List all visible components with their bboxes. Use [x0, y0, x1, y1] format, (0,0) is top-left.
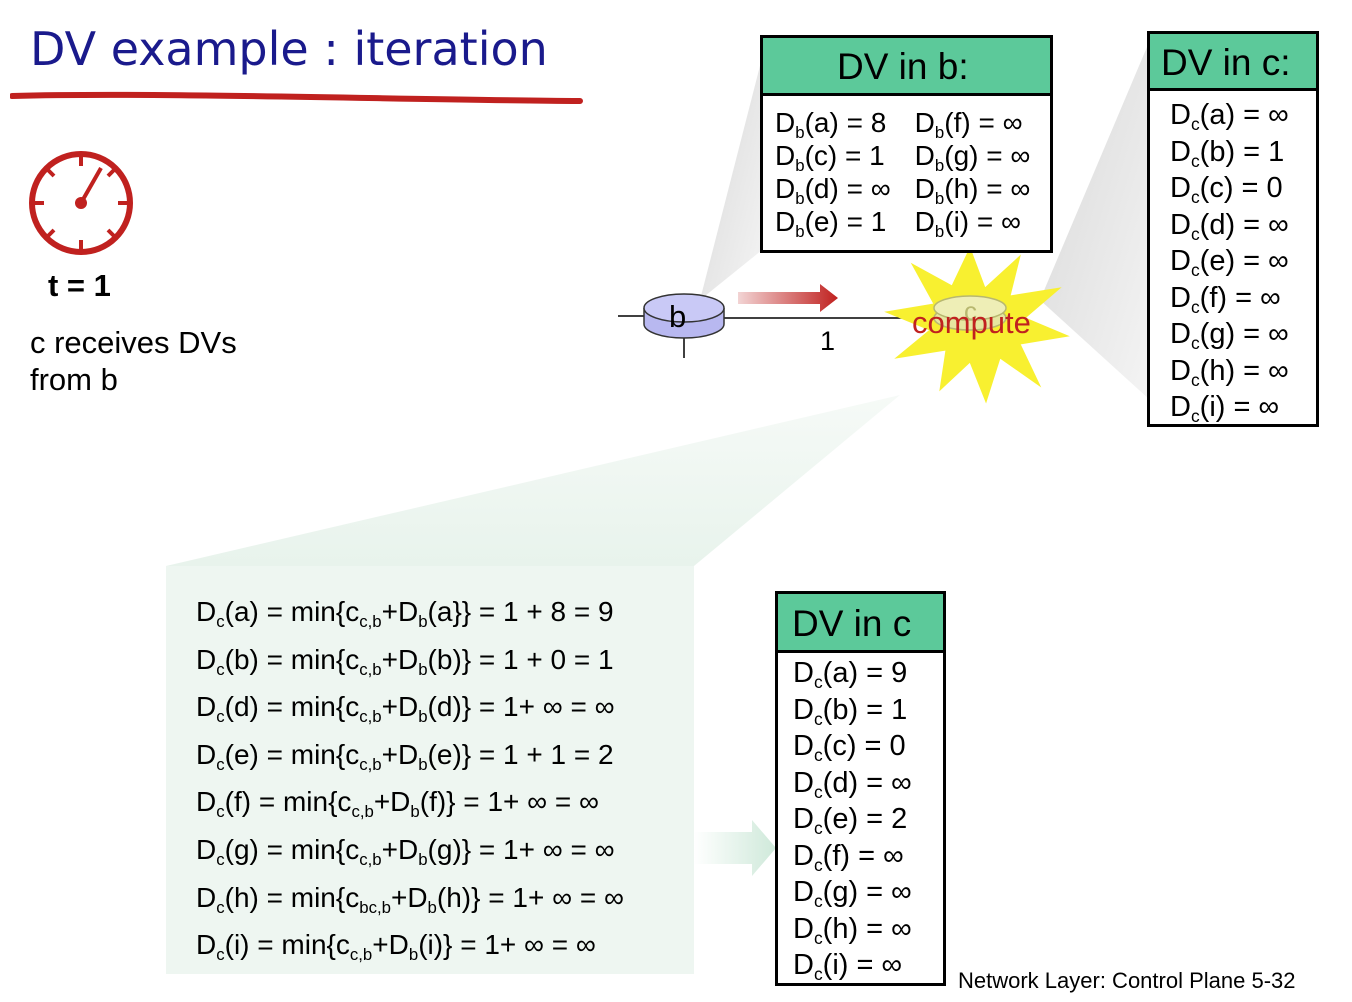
- dv-entry: Dc(g) = ∞: [793, 876, 912, 912]
- dv-entry: Dc(h) = ∞: [1170, 354, 1289, 390]
- computation-line: Dc(b) = min{cc,b+Db(b)} = 1 + 0 = 1: [196, 643, 614, 679]
- dv-c-old-header: DV in c:: [1150, 34, 1316, 91]
- computation-line: Dc(f) = min{cc,b+Db(f)} = 1+ ∞ = ∞: [196, 786, 599, 822]
- time-label: t = 1: [48, 268, 111, 303]
- dv-entry: Db(g) = ∞: [914, 140, 1031, 175]
- dv-entry: Dc(c) = 0: [793, 730, 906, 766]
- dv-b-header: DV in b:: [763, 38, 1050, 96]
- dv-entry: Db(a) = 8: [775, 107, 887, 142]
- dv-entry: Db(h) = ∞: [914, 173, 1031, 208]
- router-c-label: c: [964, 296, 977, 326]
- description-line: c receives DVs: [30, 325, 237, 360]
- dv-entry: Dc(g) = ∞: [1170, 318, 1289, 354]
- slide-footer: Network Layer: Control Plane 5-32: [958, 968, 1296, 993]
- link-cost: 1: [820, 326, 836, 356]
- dv-entry: Db(c) = 1: [775, 140, 885, 175]
- dv-entry: Dc(h) = ∞: [793, 912, 912, 948]
- dv-entry: Db(e) = 1: [775, 206, 887, 241]
- computation-line: Dc(a) = min{cc,b+Db(a}} = 1 + 8 = 9: [196, 596, 614, 631]
- dv-entry: Dc(b) = 1: [793, 693, 908, 729]
- dv-entry: Db(i) = ∞: [914, 206, 1021, 241]
- computation-line: Dc(g) = min{cc,b+Db(g)} = 1+ ∞ = ∞: [196, 833, 615, 869]
- dv-entry: Dc(a) = 9: [793, 657, 908, 693]
- dv-entry: Dc(i) = ∞: [1170, 391, 1280, 427]
- description: c receives DVs from b: [30, 324, 237, 398]
- dv-entry: Dc(e) = ∞: [1170, 245, 1289, 281]
- dv-entry: Dc(d) = ∞: [793, 766, 912, 802]
- computation-list: Dc(a) = min{cc,b+Db(a}} = 1 + 8 = 9 Dc(b)…: [196, 588, 624, 969]
- dv-entry: Dc(c) = 0: [1170, 172, 1283, 208]
- dv-entry: Db(d) = ∞: [775, 173, 891, 208]
- dv-c-new-header: DV in c:: [778, 594, 943, 653]
- dv-entry: Dc(e) = 2: [793, 803, 908, 839]
- compute-label: compute: [912, 305, 1031, 340]
- computation-line: Dc(d) = min{cc,b+Db(d)} = 1+ ∞ = ∞: [196, 691, 615, 727]
- description-line: from b: [30, 362, 118, 397]
- dv-entry: Dc(d) = ∞: [1170, 208, 1289, 244]
- dv-entry: Dc(f) = ∞: [793, 839, 904, 875]
- clock-icon: [29, 151, 133, 255]
- slide-title: DV example : iteration: [30, 22, 548, 76]
- dv-c-old-table: DV in c: Dc(a) = ∞ Dc(b) = 1 Dc(c) = 0 D…: [1147, 31, 1319, 427]
- computation-line: Dc(h) = min{cbc,b+Db(h)} = 1+ ∞ = ∞: [196, 881, 624, 917]
- dv-b-column-1: Db(a) = 8 Db(c) = 1 Db(d) = ∞ Db(e) = 1: [775, 106, 891, 241]
- computation-panel: [166, 566, 694, 974]
- network-diagram: c: [618, 246, 1070, 404]
- dv-entry: Dc(i) = ∞: [793, 949, 903, 985]
- dv-c-new-table: DV in c: Dc(a) = 9 Dc(b) = 1 Dc(c) = 0 D…: [775, 591, 946, 986]
- computation-line: Dc(i) = min{cc,b+Db(i)} = 1+ ∞ = ∞: [196, 929, 596, 965]
- router-b-label: b: [669, 299, 687, 334]
- dv-entry: Db(f) = ∞: [914, 107, 1023, 142]
- computation-line: Dc(e) = min{cc,b+Db(e)} = 1 + 1 = 2: [196, 738, 614, 774]
- dv-b-table: DV in b: Db(a) = 8 Db(c) = 1 Db(d) = ∞ D…: [760, 35, 1053, 253]
- dv-entry: Dc(f) = ∞: [1170, 281, 1281, 317]
- dv-entry: Dc(a) = ∞: [1170, 99, 1289, 135]
- dv-b-column-2: Db(f) = ∞ Db(g) = ∞ Db(h) = ∞ Db(i) = ∞: [914, 106, 1031, 241]
- title-underline: [10, 91, 583, 104]
- dv-entry: Dc(b) = 1: [1170, 135, 1285, 171]
- router-c-icon: c: [933, 295, 1007, 331]
- router-b-icon: [643, 293, 725, 339]
